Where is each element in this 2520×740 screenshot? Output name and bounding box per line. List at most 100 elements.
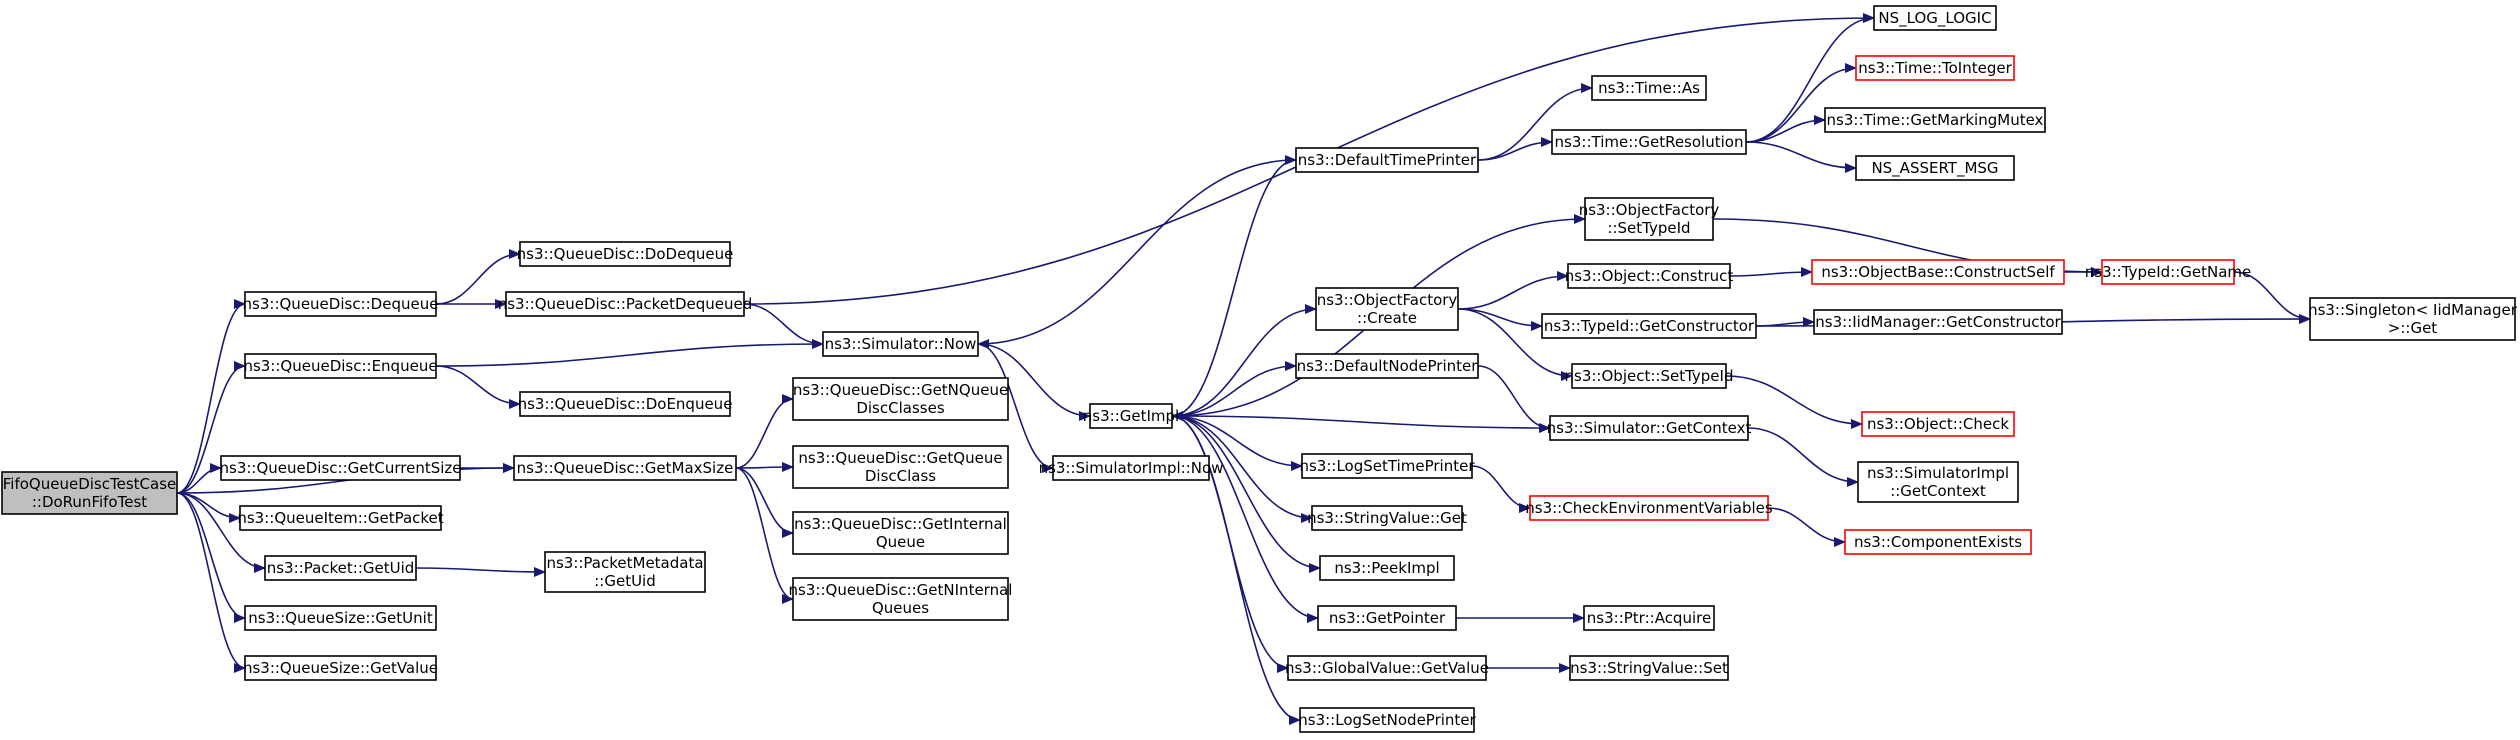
node-box — [1319, 555, 1455, 581]
node-object-check[interactable]: ns3::Object::Check — [1861, 411, 2015, 437]
node-pm-getuid[interactable]: ns3::PacketMetadata::GetUid — [544, 551, 706, 593]
node-label: ns3::Time::ToInteger — [1858, 59, 2012, 77]
node-defaultnodeprinter[interactable]: ns3::DefaultNodePrinter — [1295, 353, 1479, 379]
node-box — [1584, 197, 1714, 241]
node-stringvalue-set[interactable]: ns3::StringValue::Set — [1569, 655, 1729, 681]
node-componentexists[interactable]: ns3::ComponentExists — [1844, 529, 2032, 555]
node-root[interactable]: FifoQueueDiscTestCase::DoRunFifoTest — [1, 471, 178, 515]
node-logsetnodeprinter[interactable]: ns3::LogSetNodePrinter — [1298, 707, 1477, 733]
node-label: ns3::QueueDisc::DoEnqueue — [518, 395, 733, 413]
node-label: DiscClass — [865, 467, 936, 485]
edge-line — [1747, 427, 1859, 487]
edge-defaulttimeprinter-to-sim-now — [977, 159, 1297, 349]
edge-line — [1457, 308, 1543, 331]
node-box — [1855, 155, 2015, 181]
edge-typeid-getname-to-singleton-get — [2233, 271, 2311, 324]
node-objectbase-constructself[interactable]: ns3::ObjectBase::ConstructSelf — [1811, 259, 2065, 285]
node-box — [264, 555, 417, 581]
node-qd-packetdequeued[interactable]: ns3::QueueDisc::PacketDequeued — [498, 291, 753, 317]
node-box — [1301, 453, 1473, 479]
edge-line — [1171, 361, 1297, 417]
node-box — [792, 511, 1009, 555]
node-label: ns3::GetPointer — [1329, 609, 1446, 627]
node-box — [1551, 129, 1747, 155]
edge-line — [735, 394, 794, 469]
node-label: ns3::StringValue::Get — [1307, 509, 1467, 527]
node-qd-enqueue[interactable]: ns3::QueueDisc::Enqueue — [243, 353, 438, 379]
node-label: ::SetTypeId — [1607, 219, 1690, 237]
edge-line — [176, 492, 246, 673]
node-qd-doenqueue[interactable]: ns3::QueueDisc::DoEnqueue — [518, 391, 733, 417]
node-label: Queue — [876, 533, 925, 551]
node-qs-getvalue[interactable]: ns3::QueueSize::GetValue — [243, 655, 438, 681]
edge-of-create-to-object-construct — [1457, 271, 1569, 310]
node-box — [1287, 655, 1487, 681]
node-of-create[interactable]: ns3::ObjectFactory::Create — [1315, 287, 1459, 331]
node-sim-now[interactable]: ns3::Simulator::Now — [822, 331, 979, 357]
node-label: ns3::LogSetNodePrinter — [1298, 711, 1476, 729]
node-qd-dodequeue[interactable]: ns3::QueueDisc::DoDequeue — [517, 241, 734, 267]
edge-qd-getmaxsize-to-qd-getninternalqueues — [735, 467, 794, 604]
node-box — [544, 551, 706, 593]
node-label: NS_LOG_LOGIC — [1878, 9, 1991, 28]
node-checkenvvars[interactable]: ns3::CheckEnvironmentVariables — [1525, 495, 1773, 521]
node-label: ns3::SimulatorImpl::Now — [1039, 459, 1224, 477]
node-simimpl-getcontext[interactable]: ns3::SimulatorImpl::GetContext — [1857, 461, 2019, 503]
node-simimpl-now[interactable]: ns3::SimulatorImpl::Now — [1039, 455, 1224, 481]
node-qd-getmaxsize[interactable]: ns3::QueueDisc::GetMaxSize — [513, 455, 737, 481]
node-sim-getcontext[interactable]: ns3::Simulator::GetContext — [1547, 415, 1752, 441]
node-stringvalue-get[interactable]: ns3::StringValue::Get — [1307, 505, 1467, 531]
node-object-settypeid[interactable]: ns3::Object::SetTypeId — [1565, 363, 1734, 389]
nodes-layer: FifoQueueDiscTestCase::DoRunFifoTestns3:… — [1, 5, 2518, 733]
node-packet-getuid[interactable]: ns3::Packet::GetUid — [264, 555, 417, 581]
node-defaulttimeprinter[interactable]: ns3::DefaultTimePrinter — [1295, 147, 1479, 173]
node-object-construct[interactable]: ns3::Object::Construct — [1565, 263, 1734, 289]
node-time-getresolution[interactable]: ns3::Time::GetResolution — [1551, 129, 1747, 155]
edge-checkenvvars-to-componentexists — [1767, 507, 1846, 547]
node-label: ns3::ObjectFactory — [1317, 291, 1458, 309]
node-label: ns3::QueueDisc::GetCurrentSize — [220, 459, 462, 477]
node-getimpl[interactable]: ns3::GetImpl — [1083, 403, 1179, 429]
node-label: ns3::QueueSize::GetUnit — [248, 609, 433, 627]
node-ns-assert-msg[interactable]: NS_ASSERT_MSG — [1855, 155, 2015, 181]
node-logsettimeprinter[interactable]: ns3::LogSetTimePrinter — [1299, 453, 1475, 479]
node-peekimpl[interactable]: ns3::PeekImpl — [1319, 555, 1455, 581]
edge-time-getresolution-to-ns-assert-msg — [1745, 141, 1857, 173]
edge-line — [1745, 63, 1857, 143]
node-ns-log-logic[interactable]: NS_LOG_LOGIC — [1873, 5, 1997, 31]
edge-line — [1477, 137, 1553, 161]
node-label: ns3::QueueDisc::Enqueue — [243, 357, 437, 375]
edge-logsettimeprinter-to-checkenvvars — [1471, 465, 1531, 513]
node-label: ns3::QueueSize::GetValue — [243, 659, 438, 677]
edge-line — [743, 303, 824, 349]
node-typeid-getconstructor[interactable]: ns3::TypeId::GetConstructor — [1541, 313, 1757, 339]
node-box — [1311, 505, 1463, 531]
edge-line — [1171, 155, 1297, 417]
node-qd-getcurrentsize[interactable]: ns3::QueueDisc::GetCurrentSize — [220, 455, 462, 481]
node-getpointer[interactable]: ns3::GetPointer — [1317, 605, 1457, 631]
node-qi-getpacket[interactable]: ns3::QueueItem::GetPacket — [237, 505, 444, 531]
node-iidmanager-getconstructor[interactable]: ns3::IidManager::GetConstructor — [1813, 309, 2063, 335]
node-box — [1567, 263, 1731, 289]
node-gv-getvalue[interactable]: ns3::GlobalValue::GetValue — [1285, 655, 1489, 681]
node-time-getmarkingmutex[interactable]: ns3::Time::GetMarkingMutex — [1824, 107, 2046, 133]
edge-getimpl-to-logsettimeprinter — [1171, 415, 1303, 471]
node-label: ns3::ComponentExists — [1854, 533, 2022, 551]
node-label: ns3::StringValue::Set — [1570, 659, 1728, 677]
node-of-settypeid[interactable]: ns3::ObjectFactory::SetTypeId — [1579, 197, 1720, 241]
node-time-tointeger[interactable]: ns3::Time::ToInteger — [1855, 55, 2015, 81]
node-qd-dequeue[interactable]: ns3::QueueDisc::Dequeue — [243, 291, 439, 317]
node-typeid-getname[interactable]: ns3::TypeId::GetName — [2085, 259, 2251, 285]
node-time-as[interactable]: ns3::Time::As — [1591, 75, 1707, 101]
node-ptr-acquire[interactable]: ns3::Ptr::Acquire — [1583, 605, 1715, 631]
node-label: ns3::QueueDisc::GetQueue — [798, 449, 1002, 467]
node-qs-getunit[interactable]: ns3::QueueSize::GetUnit — [244, 605, 437, 631]
edge-root-to-packet-getuid — [176, 492, 266, 573]
node-label: ::GetContext — [1890, 482, 1986, 500]
node-singleton-get[interactable]: ns3::Singleton< IidManager >::Get — [2308, 297, 2518, 341]
edge-root-to-qs-getvalue — [176, 492, 246, 673]
